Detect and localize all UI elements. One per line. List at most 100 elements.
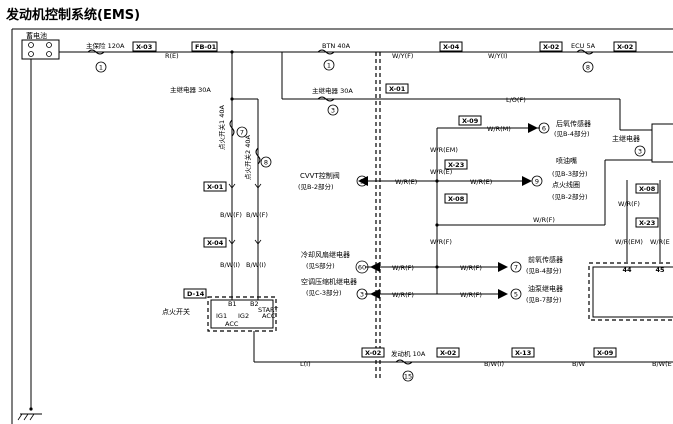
ac-relay-ref: (见C-3部分) (306, 288, 342, 297)
connector-x02-top (539, 41, 563, 52)
connector-x01-left (203, 181, 227, 192)
node-7: 7 (240, 129, 244, 137)
node-circle (582, 61, 594, 73)
node-3a: 3 (331, 107, 335, 115)
battery-box (21, 39, 60, 60)
fuse-ecu-label: ECU 5A (571, 42, 596, 50)
fuse-ign1-label: 点火开关1 40A (217, 105, 226, 150)
injector-ref: (见B-3部分) (552, 169, 588, 178)
arrow-left-icon (370, 262, 380, 272)
fuse-ign2-label: 点火开关2 40A (243, 135, 252, 180)
arrow-right-icon (498, 289, 508, 299)
node-6: 6 (542, 125, 546, 133)
connector-chevrons (228, 183, 262, 189)
arrow-right-icon (528, 123, 538, 133)
wire-b-w-f-a: B/W(F) (220, 211, 242, 219)
pin-44: 44 (622, 266, 632, 274)
sw-pin: ACC (262, 312, 276, 320)
fuse-btn-symbol (317, 49, 335, 55)
connector-x09-a (458, 115, 482, 126)
fuse-main-relay-top-label: 主继电器 30A (170, 85, 211, 94)
connector-x01-left-label: X-01 (207, 183, 224, 191)
wire-w-r-f4: W/R(F) (460, 264, 482, 272)
pin-45: 45 (655, 266, 665, 274)
arrow-right-icon (522, 176, 532, 186)
wire-b-w-i-a: B/W(I) (220, 261, 240, 269)
node-5: 5 (514, 291, 518, 299)
wire-b-w-f-b: B/W(F) (246, 211, 268, 219)
node-1a: 1 (99, 64, 103, 72)
ignition-switch-label: 点火开关 (162, 307, 190, 316)
ground-hatch (29, 413, 35, 421)
sw-pin: IG2 (238, 312, 249, 320)
sw-pin: B1 (228, 300, 237, 308)
front-o2-label: 前氧传感器 (528, 255, 563, 264)
cvvt-label: CVVT控制阀 (300, 171, 340, 180)
fuse-btn-label: BTN 40A (322, 42, 351, 50)
ignition-switch-box (210, 299, 274, 329)
wire-w-r-f1: W/R(F) (533, 216, 555, 224)
cvvt-ref: (见B-2部分) (298, 182, 334, 191)
node-circle (510, 288, 522, 300)
wire-r-e: R(E) (165, 52, 179, 60)
connector-x02-top-label: X-02 (543, 43, 559, 51)
injector-label: 喷油嘴 (556, 156, 577, 165)
o2-sensor-ref: (见B-4部分) (554, 129, 590, 138)
connector-fb01 (191, 41, 218, 52)
ecu-box (592, 266, 673, 318)
connector-x23-a-label: X-23 (448, 161, 464, 169)
node-1b: 1 (327, 62, 331, 70)
node-60: 60 (358, 264, 366, 272)
node-8b: 8 (264, 159, 268, 167)
node-circle (356, 175, 368, 187)
fuse-ign1-symbol (229, 119, 235, 137)
wire-w-r-f2: W/R(F) (430, 238, 452, 246)
connector-x02-b1 (361, 347, 385, 358)
node-circle (355, 260, 369, 274)
sw-pin: START (258, 306, 278, 314)
ground-hatch (17, 413, 23, 421)
page-title: 发动机控制系统(EMS) (6, 8, 141, 23)
node-circle (236, 126, 248, 138)
connector-x04-top (439, 41, 463, 52)
wire-l-i: L(I) (300, 360, 311, 368)
arrow-right-icon (498, 262, 508, 272)
node-7b: 7 (514, 264, 518, 272)
arrow-left-icon (370, 289, 380, 299)
connector-chevrons (228, 239, 262, 245)
connector-x13-b (511, 347, 535, 358)
o2-sensor-label: 后氧传感器 (556, 119, 591, 128)
fuse-ign2-symbol (255, 147, 261, 165)
wire-b-w: B/W (572, 360, 586, 368)
fuse-main-relay-label: 主继电器 30A (312, 86, 353, 95)
wire-l-o-f: L/O(F) (506, 96, 526, 104)
wire-w-y-i: W/Y(I) (488, 52, 508, 60)
ignition-switch-frame (207, 296, 277, 332)
ground-junction (29, 407, 33, 411)
sw-pin: IG1 (216, 312, 227, 320)
connector-x13-b-label: X-13 (515, 349, 531, 357)
ecu-frame-outer (588, 262, 673, 321)
ac-relay-label: 空调压缩机继电器 (301, 277, 357, 286)
node-circle (95, 61, 107, 73)
wire-w-y-f: W/Y(F) (392, 52, 413, 60)
node-circle (327, 104, 339, 116)
wire-b-w-i-c: B/W(I) (484, 360, 504, 368)
connector-x08-r-label: X-08 (639, 185, 656, 193)
connector-x08-r (635, 183, 659, 194)
connector-x04-left (203, 237, 227, 248)
connector-x09-b-label: X-09 (597, 349, 614, 357)
ground-hatch (23, 413, 29, 421)
junction (435, 265, 439, 269)
connector-x01-mid (385, 83, 409, 94)
node-circle (260, 156, 272, 168)
connector-x03 (132, 41, 157, 52)
pump-relay-ref: (见B-7部分) (526, 295, 562, 304)
connector-x23-r (635, 217, 659, 228)
front-o2-ref: (见B-4部分) (526, 266, 562, 275)
ign-coil-ref: (见B-2部分) (552, 192, 588, 201)
fuse-engine-symbol (395, 359, 413, 365)
node-circle (538, 122, 550, 134)
node-circle (356, 288, 368, 300)
